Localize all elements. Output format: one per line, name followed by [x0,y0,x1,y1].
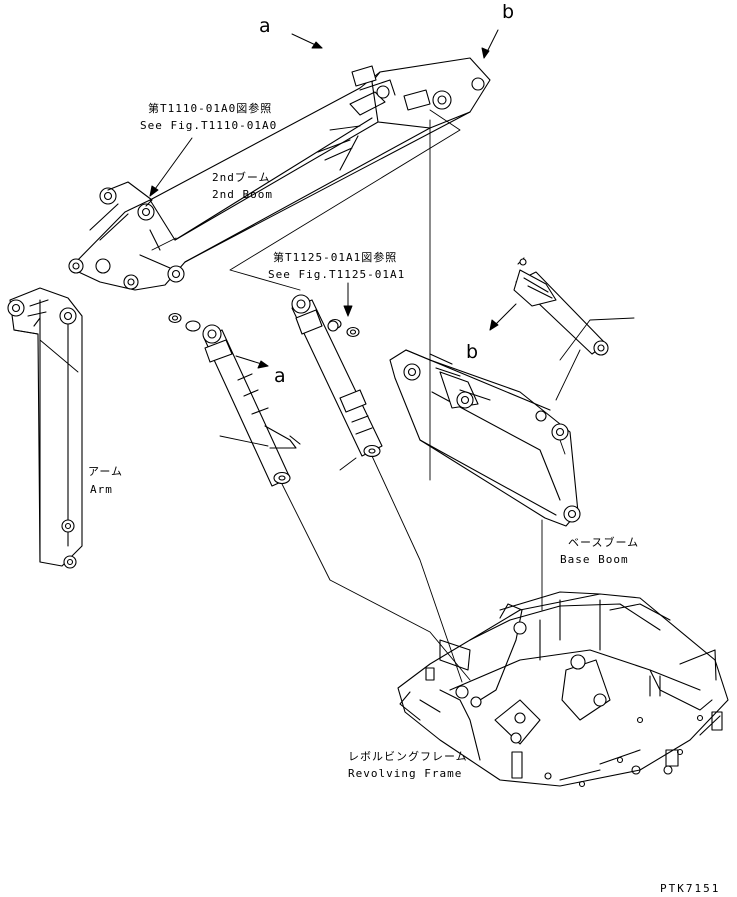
cylinder-a-drawing [202,324,301,487]
second-boom-drawing [68,57,491,291]
label-base-boom-japanese: ベースブーム [568,536,640,549]
label-base-boom-english: Base Boom [560,553,629,566]
fig-ref-2-english: See Fig.T1125-01A1 [268,268,406,281]
callout-a-top: a [259,15,271,37]
fig-ref-2-japanese: 第T1125-01A1図参照 [273,251,398,264]
callout-b-top: b [502,1,515,23]
base-boom-drawing [389,349,581,527]
assembly-lines [39,109,635,683]
label-second-boom-english: 2nd Boom [212,188,273,201]
fig-ref-1-english: See Fig.T1110-01A0 [140,119,278,132]
fig-ref-1-japanese: 第T1110-01A0図参照 [148,102,273,115]
label-second-boom-japanese: 2ndブーム [212,171,271,184]
label-arm-japanese: アーム [88,465,124,478]
drawing-code: PTK7151 [660,882,721,895]
label-arm-english: Arm [90,483,113,496]
callout-b-mid: b [466,341,479,363]
label-revolving-frame-english: Revolving Frame [348,767,463,780]
label-revolving-frame-japanese: レボルビングフレーム [348,750,468,763]
callout-arrows [149,29,517,369]
callout-a-mid: a [274,365,286,387]
cylinder-center-drawing [291,294,383,458]
arm-drawing [7,287,83,569]
cylinder-b-drawing [513,257,609,356]
revolving-frame-drawing [397,591,729,788]
